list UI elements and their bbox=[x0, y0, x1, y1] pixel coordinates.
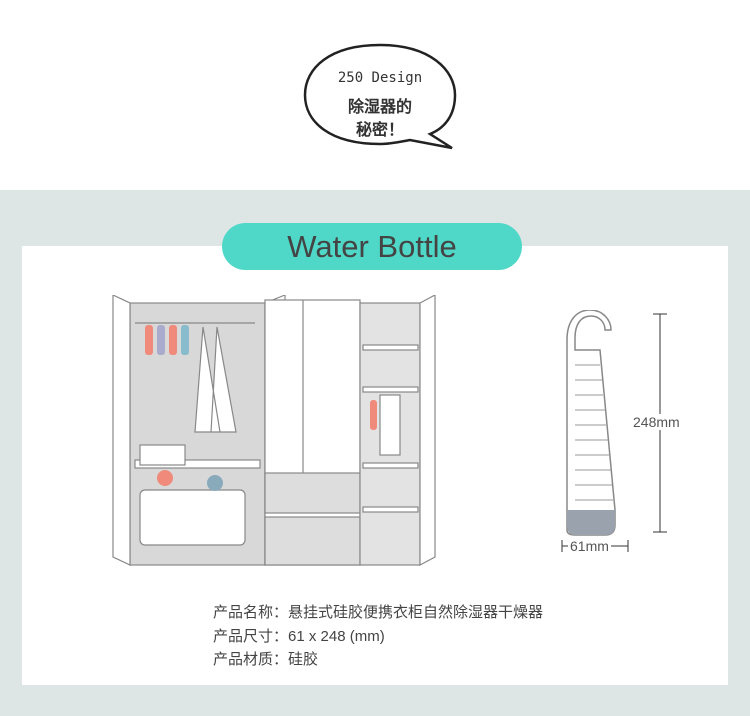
wardrobe-illustration bbox=[112, 295, 436, 566]
dehumidifier-product bbox=[566, 310, 616, 536]
spec-material: 产品材质：硅胶 bbox=[213, 651, 319, 668]
spec-size: 产品尺寸：61 x 248 (mm) bbox=[213, 628, 385, 645]
height-label: 248mm bbox=[633, 414, 680, 430]
title-pill: Water Bottle bbox=[222, 223, 522, 270]
bubble-line-1: 250 Design bbox=[337, 70, 423, 86]
speech-bubble bbox=[303, 43, 457, 150]
bubble-line-3: 秘密！ bbox=[355, 120, 404, 139]
spec-name: 产品名称：悬挂式硅胶便携衣柜自然除湿器干燥器 bbox=[213, 604, 544, 621]
bubble-line-2: 除湿器的 bbox=[347, 97, 412, 116]
width-label: 61mm bbox=[568, 538, 611, 554]
